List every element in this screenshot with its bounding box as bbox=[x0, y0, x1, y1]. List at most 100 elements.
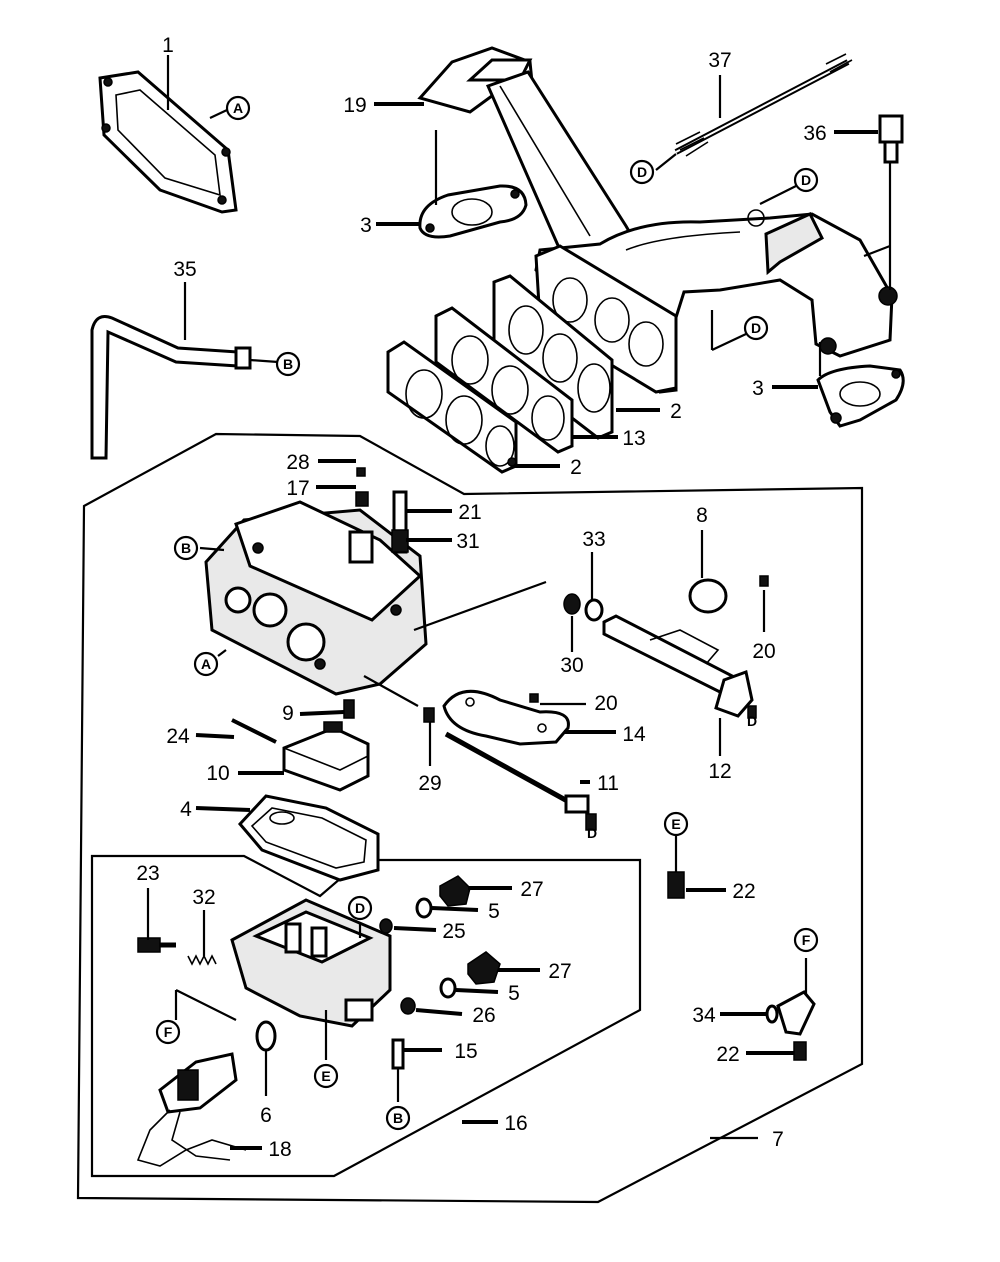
svg-text:D: D bbox=[747, 713, 757, 729]
kit-outline-part-7 bbox=[76, 432, 864, 1204]
bracket-part-34 bbox=[765, 990, 816, 1036]
callout-8: 8 bbox=[696, 504, 708, 527]
callout-9: 9 bbox=[282, 702, 294, 725]
callout-25: 25 bbox=[442, 920, 465, 943]
callout-20: 20 bbox=[752, 640, 775, 663]
jet-part-15 bbox=[391, 1038, 405, 1070]
jet-part-26 bbox=[400, 997, 416, 1015]
callout-27: 27 bbox=[520, 878, 543, 901]
leader-lines bbox=[146, 75, 878, 1150]
svg-text:B: B bbox=[181, 540, 191, 556]
carburetor-body bbox=[204, 467, 428, 696]
screw-part-23 bbox=[137, 937, 176, 953]
callout-18: 18 bbox=[268, 1138, 291, 1161]
svg-text:F: F bbox=[802, 932, 811, 948]
callout-6: 6 bbox=[260, 1104, 272, 1127]
svg-text:D: D bbox=[587, 825, 597, 841]
svg-text:B: B bbox=[283, 356, 293, 372]
ref-marker-A: A bbox=[193, 651, 219, 677]
callout-37: 37 bbox=[708, 49, 731, 72]
ref-marker-D: D bbox=[743, 315, 769, 341]
ref-marker-E: E bbox=[313, 1063, 339, 1089]
callout-29: 29 bbox=[418, 772, 441, 795]
ref-marker-D: D bbox=[747, 713, 757, 729]
callout-1: 1 bbox=[162, 34, 174, 57]
plug-part-27-upper bbox=[439, 875, 471, 907]
oring-part-6 bbox=[255, 1020, 277, 1052]
callout-31: 31 bbox=[456, 530, 479, 553]
callout-2: 2 bbox=[670, 400, 682, 423]
jet-part-25 bbox=[379, 918, 393, 934]
washer-part-5-lower bbox=[439, 977, 457, 999]
float-bowl bbox=[230, 898, 392, 1028]
gasket-part-4 bbox=[237, 794, 380, 882]
callout-27: 27 bbox=[548, 960, 571, 983]
screw-part-9 bbox=[343, 699, 355, 719]
ref-marker-E: E bbox=[663, 811, 689, 837]
ref-marker-F: F bbox=[793, 927, 819, 953]
svg-text:D: D bbox=[637, 164, 647, 180]
part-number-labels: 1 19 37 36 3 35 3 2 13 2 28 17 21 31 8 3… bbox=[136, 34, 826, 1161]
callout-7: 7 bbox=[772, 1128, 784, 1151]
callout-3: 3 bbox=[752, 377, 764, 400]
screw-part-22-upper bbox=[667, 871, 685, 899]
callout-14: 14 bbox=[622, 723, 646, 746]
callout-4: 4 bbox=[180, 798, 192, 821]
callout-16: 16 bbox=[504, 1112, 527, 1135]
callout-10: 10 bbox=[206, 762, 229, 785]
float-part-10 bbox=[231, 718, 370, 792]
choke-plate-part-14 bbox=[442, 689, 597, 831]
intake-manifold bbox=[417, 46, 905, 428]
callout-19: 19 bbox=[343, 94, 366, 117]
ref-marker-D: D bbox=[587, 825, 597, 841]
callout-3: 3 bbox=[360, 214, 372, 237]
callout-11: 11 bbox=[597, 772, 619, 795]
callout-30: 30 bbox=[560, 654, 583, 677]
ref-marker-F: F bbox=[155, 1019, 181, 1045]
callout-35: 35 bbox=[173, 258, 196, 281]
svg-text:B: B bbox=[393, 1110, 403, 1126]
screw-part-29 bbox=[423, 707, 435, 723]
callout-13: 13 bbox=[622, 427, 645, 450]
callout-26: 26 bbox=[472, 1004, 495, 1027]
svg-text:A: A bbox=[201, 656, 211, 672]
callout-21: 21 bbox=[458, 501, 481, 524]
ref-marker-D: D bbox=[793, 167, 819, 193]
callout-5: 5 bbox=[508, 982, 520, 1005]
ref-marker-B: B bbox=[173, 535, 199, 561]
stud-part-37 bbox=[674, 53, 853, 157]
callout-22: 22 bbox=[732, 880, 755, 903]
callout-15: 15 bbox=[454, 1040, 477, 1063]
callout-2: 2 bbox=[570, 456, 582, 479]
washer-part-5-upper bbox=[415, 897, 433, 919]
ref-marker-D: D bbox=[347, 895, 373, 921]
ref-marker-A: A bbox=[225, 95, 251, 121]
svg-text:E: E bbox=[671, 816, 680, 832]
spring-part-32 bbox=[187, 954, 217, 966]
bolt-part-36 bbox=[878, 114, 904, 164]
svg-text:D: D bbox=[751, 320, 761, 336]
spacer-part-2 bbox=[434, 306, 574, 454]
ref-marker-B: B bbox=[385, 1105, 411, 1131]
callout-12: 12 bbox=[708, 760, 731, 783]
callout-28: 28 bbox=[286, 451, 309, 474]
ref-marker-D: D bbox=[629, 159, 655, 185]
reference-markers: A D D D B B A E F D F E B D D bbox=[155, 95, 819, 1131]
plug-part-27-lower bbox=[467, 951, 501, 985]
callout-24: 24 bbox=[166, 725, 190, 748]
svg-text:A: A bbox=[233, 100, 243, 116]
svg-text:F: F bbox=[164, 1024, 173, 1040]
gasket-part-1 bbox=[98, 70, 238, 214]
callout-17: 17 bbox=[286, 477, 309, 500]
callout-23: 23 bbox=[136, 862, 159, 885]
callout-34: 34 bbox=[692, 1004, 716, 1027]
hose-part-35 bbox=[90, 315, 252, 460]
screw-part-22-lower bbox=[793, 1041, 807, 1061]
ref-marker-B: B bbox=[275, 351, 301, 377]
svg-text:E: E bbox=[321, 1068, 330, 1084]
throttle-shaft-assembly bbox=[563, 575, 769, 719]
callout-5: 5 bbox=[488, 900, 500, 923]
solenoid-part-18 bbox=[136, 1052, 247, 1167]
subkit-outline-part-16 bbox=[90, 854, 642, 1178]
